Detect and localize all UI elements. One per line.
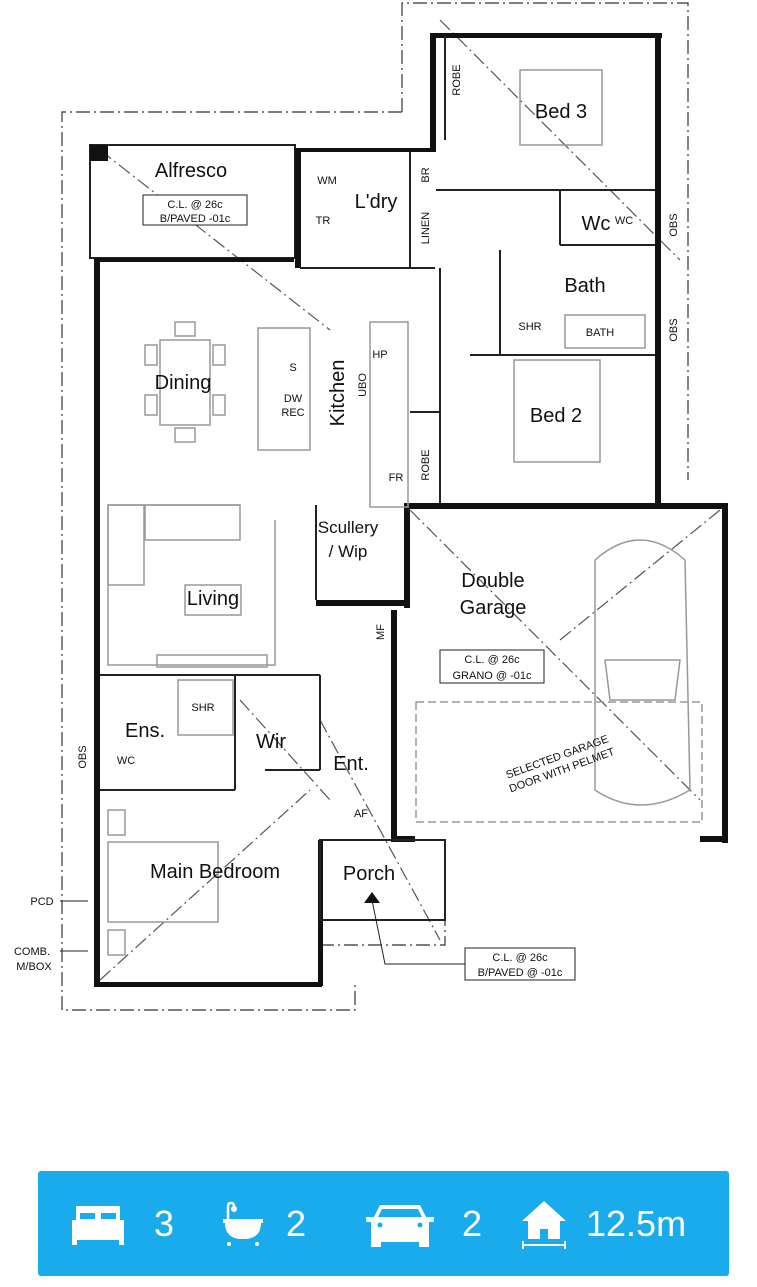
alfresco-note-2: B/PAVED -01c <box>160 213 231 225</box>
porch-note-box <box>464 947 576 981</box>
furniture <box>107 69 703 956</box>
room-label-scullery: Scullery <box>318 518 379 537</box>
car-icon <box>366 1204 434 1247</box>
svg-text:PCD: PCD <box>30 896 53 908</box>
garage-note-box <box>439 649 545 684</box>
room-label-laundry: L'dry <box>355 191 398 213</box>
svg-text:S: S <box>289 362 296 374</box>
room-label-wc: Wc <box>582 213 611 235</box>
walls <box>94 33 728 987</box>
alfresco-note-1: C.L. @ 26c <box>167 199 223 211</box>
fixture-labels: ROBE BR LINEN WM TR OBS OBS OBS HP UBO S… <box>14 64 680 973</box>
alfresco-note-box <box>142 194 248 226</box>
frontage-stat: 12.5m <box>520 1199 686 1249</box>
bath-icon <box>223 1201 263 1246</box>
garage-door-note: SELECTED GARAGE DOOR WITH PELMET <box>504 733 616 795</box>
svg-text:M/BOX: M/BOX <box>16 961 52 973</box>
svg-text:COMB.: COMB. <box>14 946 50 958</box>
svg-text:ROBE: ROBE <box>451 64 463 95</box>
porch-note-leader <box>371 899 465 965</box>
bedrooms-stat: 3 <box>70 1202 174 1246</box>
svg-text:TR: TR <box>316 215 331 227</box>
porch-arrow <box>364 892 380 903</box>
svg-text:ROBE: ROBE <box>420 449 432 480</box>
room-label-alfresco: Alfresco <box>155 160 227 182</box>
svg-text:REC: REC <box>281 407 304 419</box>
room-label-garage-2: Garage <box>460 597 527 619</box>
room-label-entry: Ent. <box>333 753 369 775</box>
room-label-garage-1: Double <box>461 570 524 592</box>
svg-text:HP: HP <box>372 349 387 361</box>
room-label-wip: / Wip <box>329 542 368 561</box>
svg-text:DW: DW <box>284 393 303 405</box>
room-label-porch: Porch <box>343 863 395 885</box>
svg-text:FR: FR <box>389 472 404 484</box>
room-label-ensuite: Ens. <box>125 720 165 742</box>
interior-walls <box>100 35 655 921</box>
frontage-width: 12.5m <box>586 1202 687 1244</box>
svg-text:BATH: BATH <box>586 327 615 339</box>
column <box>90 145 108 161</box>
lot-boundary-left <box>61 111 402 1011</box>
svg-text:WM: WM <box>317 175 337 187</box>
svg-text:OBS: OBS <box>77 745 89 768</box>
porch-note-1: C.L. @ 26c <box>492 952 548 964</box>
garage-note-1: C.L. @ 26c <box>464 654 520 666</box>
floor-plan: Bed 3 Wc Bath Bed 2 Alfresco L'dry Dinin… <box>14 2 728 1011</box>
svg-text:UBO: UBO <box>357 373 369 397</box>
garage-count: 2 <box>462 1202 483 1244</box>
room-label-main-bedroom: Main Bedroom <box>150 861 280 883</box>
svg-text:BR: BR <box>420 167 432 182</box>
svg-text:SHR: SHR <box>518 321 541 333</box>
house-width-icon <box>522 1200 566 1249</box>
room-label-wir: Wir <box>256 731 286 753</box>
porch-note-2: B/PAVED @ -01c <box>478 967 563 979</box>
garage-note-2: GRANO @ -01c <box>452 670 532 682</box>
svg-text:AF: AF <box>354 808 368 820</box>
room-label-dining: Dining <box>155 372 212 394</box>
svg-text:SHR: SHR <box>191 702 214 714</box>
bedrooms-count: 3 <box>154 1202 175 1244</box>
room-label-living: Living <box>187 588 239 610</box>
svg-text:OBS: OBS <box>668 213 680 236</box>
room-label-kitchen: Kitchen <box>327 360 349 427</box>
svg-text:WC: WC <box>615 215 633 227</box>
svg-text:LINEN: LINEN <box>420 212 432 244</box>
bathrooms-stat: 2 <box>220 1201 306 1247</box>
property-stats-bar: 3 2 2 12.5m <box>38 1171 729 1276</box>
svg-text:OBS: OBS <box>668 318 680 341</box>
room-label-bath: Bath <box>564 275 605 297</box>
garage-stat: 2 <box>360 1201 482 1247</box>
roof-lines <box>99 19 721 981</box>
lot-boundary <box>401 2 689 480</box>
bed-icon <box>72 1205 124 1245</box>
svg-text:MF: MF <box>375 624 387 640</box>
room-label-bed2: Bed 2 <box>530 405 582 427</box>
bathrooms-count: 2 <box>286 1202 307 1244</box>
svg-text:WC: WC <box>117 755 135 767</box>
porch-boundary <box>320 840 446 946</box>
room-label-bed3: Bed 3 <box>535 101 587 123</box>
